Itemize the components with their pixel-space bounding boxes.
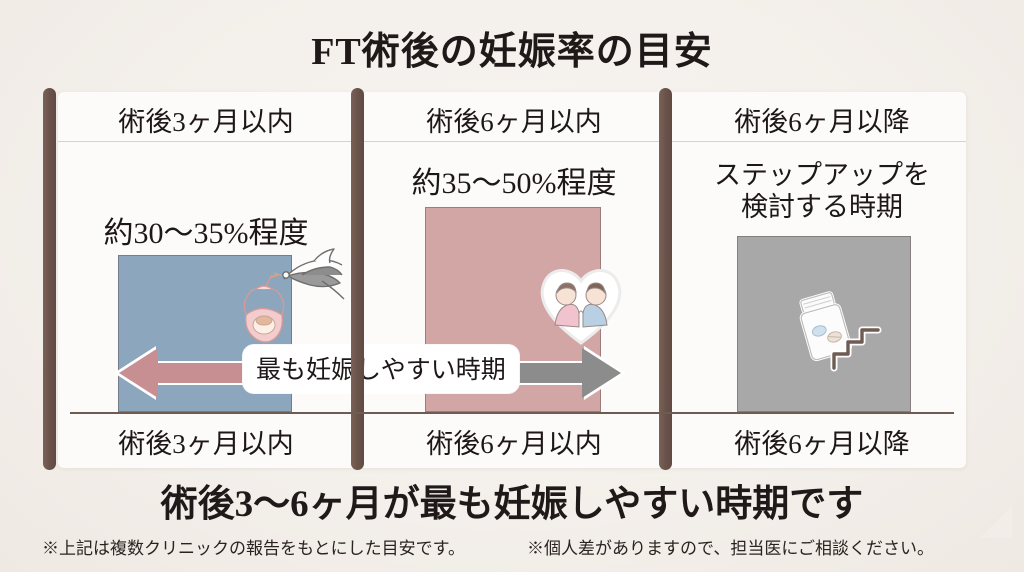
value-label-2: 約35〜50%程度 [411, 167, 617, 200]
axis-label-1: 術後3ヶ月以内 [118, 429, 294, 459]
page-title: FT術後の妊娠率の目安 [311, 31, 713, 73]
medicine-bottle-steps-icon [799, 291, 882, 372]
column-header-2: 術後6ヶ月以内 [426, 107, 602, 137]
axis-label-3: 術後6ヶ月以降 [734, 429, 910, 459]
column-header-1: 術後3ヶ月以内 [118, 107, 294, 137]
footnote-right: ※個人差がありますので、担当医にご相談ください。 [527, 539, 934, 558]
chart-baseline [70, 412, 954, 414]
divider-left [43, 88, 56, 470]
footnote-left: ※上記は複数クリニックの報告をもとにした目安です。 [42, 539, 465, 558]
conclusion-text: 術後3〜6ヶ月が最も妊娠しやすい時期です [160, 484, 864, 525]
column-header-3: 術後6ヶ月以降 [734, 107, 910, 137]
divider-right [659, 88, 672, 470]
value-label-1: 約30〜35%程度 [103, 217, 309, 250]
arrow-label: 最も妊娠しやすい時期 [243, 345, 519, 393]
stork-carrying-baby-icon [243, 248, 345, 343]
value-label-3: ステップアップを検討する時期 [714, 160, 930, 222]
corner-watermark-icon [980, 506, 1012, 538]
divider-middle [351, 88, 364, 470]
header-rule [58, 141, 966, 142]
twin-babies-heart-icon [540, 269, 622, 345]
axis-label-2: 術後6ヶ月以内 [426, 429, 602, 459]
